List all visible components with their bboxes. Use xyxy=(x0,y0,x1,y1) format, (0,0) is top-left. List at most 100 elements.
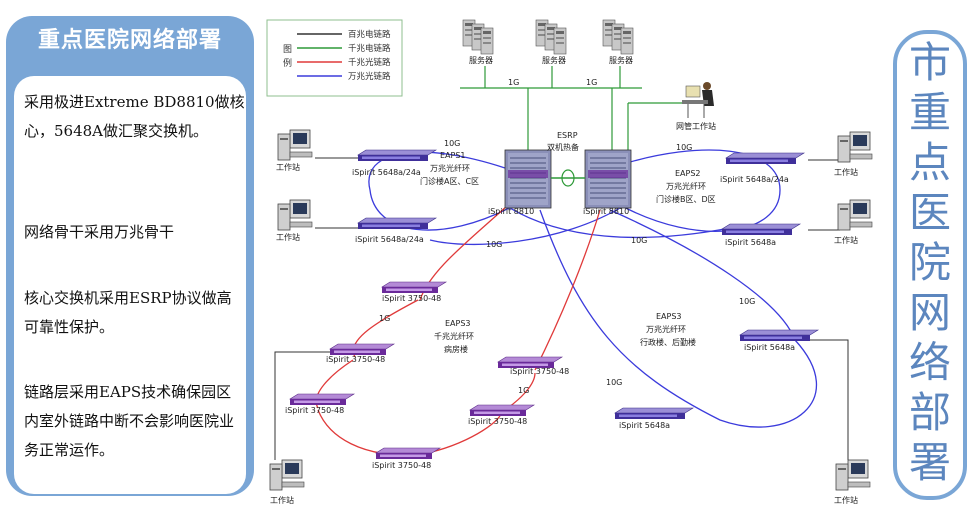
switch-w2: iSpirit 3750-48 xyxy=(326,343,395,364)
person-icon xyxy=(703,82,711,90)
workstation-2-icon xyxy=(277,199,313,231)
eaps2-desc1: 万兆光纤环 xyxy=(666,181,706,191)
server-2-icon xyxy=(536,20,566,54)
server-1: 服务器 xyxy=(463,20,493,65)
server-1-icon xyxy=(463,20,493,54)
eaps3-admin-name: EAPS3 xyxy=(656,312,682,321)
link-label-e2: 10G xyxy=(676,143,692,152)
server-3-icon xyxy=(603,20,633,54)
switch-c1-label: iSpirit 5648a xyxy=(744,343,795,352)
legend-title-2: 例 xyxy=(283,57,292,69)
workstation-1-label: 工作站 xyxy=(276,162,300,172)
link-label-e3: 10G xyxy=(486,240,502,249)
paragraph-backbone: 网络骨干采用万兆骨干 xyxy=(24,223,175,241)
eaps3-ward-desc2: 病房楼 xyxy=(444,344,468,354)
workstation-2: 工作站 xyxy=(276,199,313,242)
workstation-6-icon xyxy=(835,459,871,491)
switch-w6-label: iSpirit 3750-48 xyxy=(510,367,569,376)
management-workstation-label: 网管工作站 xyxy=(676,121,716,131)
legend-label-1g-copper: 千兆电链路 xyxy=(348,43,391,54)
esrp-link: ESRP 双机热备 xyxy=(547,131,585,187)
paragraph-core: 采用极进Extreme BD8810做核心，5648A做汇聚交换机。 xyxy=(24,93,245,140)
eaps3-ward-desc1: 千兆光纤环 xyxy=(434,331,474,341)
esrp-label: ESRP xyxy=(557,131,578,140)
workstation-3-label: 工作站 xyxy=(834,167,858,177)
switch-a2: iSpirit 5648a/24a xyxy=(355,217,437,244)
eaps1-desc1: 万兆光纤环 xyxy=(430,163,470,173)
workstation-6: 工作站 xyxy=(834,459,871,505)
link-speed-labels: 10G 10G 10G 10G 10G 10G 1G 1G xyxy=(379,139,755,395)
legend-title-1: 图 xyxy=(283,44,292,55)
hundred-meg-links xyxy=(274,157,849,460)
core-switch-right-label: iSpirit 8810 xyxy=(583,207,629,216)
server-link-label-2: 1G xyxy=(586,78,597,87)
workstation-3-icon xyxy=(837,131,873,163)
left-info-panel: 重点医院网络部署 采用极进Extreme BD8810做核心，5648A做汇聚交… xyxy=(6,16,254,496)
paragraph-esrp: 核心交换机采用ESRP协议做高可靠性保护。 xyxy=(24,289,232,336)
switch-w6: iSpirit 3750-48 xyxy=(497,356,569,376)
core-switch-right: iSpirit 8810 xyxy=(583,149,632,216)
switch-w3-label: iSpirit 3750-48 xyxy=(285,406,344,415)
right-title-panel: 市重点医院网络部署 xyxy=(893,30,967,500)
right-panel-title: 市重点医院网络部署 xyxy=(908,38,951,487)
legend-label-1g-fiber: 千兆光链路 xyxy=(348,57,391,68)
eaps-labels: EAPS1 万兆光纤环 门诊楼A区、C区 EAPS2 万兆光纤环 门诊楼B区、D… xyxy=(420,151,716,354)
switch-w5-label: iSpirit 3750-48 xyxy=(468,417,527,426)
workstation-5: 工作站 xyxy=(269,459,305,505)
link-label-e6: 10G xyxy=(606,378,622,387)
workstation-6-label: 工作站 xyxy=(834,495,858,505)
ten-gig-links xyxy=(368,149,817,428)
paragraph-eaps: 链路层采用EAPS技术确保园区内室外链路中断不会影响医院业务正常运作。 xyxy=(24,383,235,459)
workstation-1-icon xyxy=(277,129,313,161)
left-panel-title: 重点医院网络部署 xyxy=(37,27,222,53)
eaps2-name: EAPS2 xyxy=(675,169,701,178)
switch-b1-label: iSpirit 5648a/24a xyxy=(720,175,789,184)
eaps1-name: EAPS1 xyxy=(440,151,466,160)
core-switch-left: iSpirit 8810 xyxy=(488,149,552,216)
link-label-e1: 10G xyxy=(444,139,460,148)
switch-c2-label: iSpirit 5648a xyxy=(619,421,670,430)
core-chassis-left-icon xyxy=(504,149,552,209)
link-label-e4: 10G xyxy=(631,236,647,245)
switch-w5: iSpirit 3750-48 xyxy=(468,404,535,426)
switch-w1-label: iSpirit 3750-48 xyxy=(382,294,441,303)
server-links xyxy=(460,66,692,152)
management-workstation: 网管工作站 xyxy=(676,82,716,131)
server-link-label-1: 1G xyxy=(508,78,519,87)
switch-w1: iSpirit 3750-48 xyxy=(381,281,447,303)
switch-w4-label: iSpirit 3750-48 xyxy=(372,461,431,470)
legend-label-100m-copper: 百兆电链路 xyxy=(348,29,391,40)
left-panel-body: 采用极进Extreme BD8810做核心，5648A做汇聚交换机。 网络骨干采… xyxy=(14,76,246,494)
workstation-5-label: 工作站 xyxy=(270,495,294,505)
esrp-bundle-icon xyxy=(561,169,575,187)
switch-w2-label: iSpirit 3750-48 xyxy=(326,355,385,364)
core-chassis-right-icon xyxy=(584,149,632,209)
server-1-label: 服务器 xyxy=(469,55,493,65)
eaps3-ward-name: EAPS3 xyxy=(445,319,471,328)
server-3: 服务器 xyxy=(603,20,633,65)
switch-c1: iSpirit 5648a xyxy=(739,329,819,352)
server-2-label: 服务器 xyxy=(542,55,566,65)
switch-b1: iSpirit 5648a/24a xyxy=(720,152,805,184)
link-label-g1: 1G xyxy=(379,314,390,323)
server-3-label: 服务器 xyxy=(609,55,633,65)
workstation-4: 工作站 xyxy=(834,199,873,245)
workstation-2-label: 工作站 xyxy=(276,232,300,242)
switch-a1-label: iSpirit 5648a/24a xyxy=(352,168,421,177)
switch-b2: iSpirit 5648a xyxy=(721,223,801,247)
workstation-5-icon xyxy=(269,459,305,491)
link-label-g2: 1G xyxy=(518,386,529,395)
eaps2-desc2: 门诊楼B区、D区 xyxy=(656,194,716,204)
switch-a1: iSpirit 5648a/24a xyxy=(352,149,437,177)
eaps3-admin-desc2: 行政楼、后勤楼 xyxy=(640,337,696,347)
eaps1-desc2: 门诊楼A区、C区 xyxy=(420,176,479,186)
esrp-sub-label: 双机热备 xyxy=(547,142,579,152)
server-2: 服务器 xyxy=(536,20,566,65)
legend: 图 例 百兆电链路 千兆电链路 千兆光链路 万兆光链路 xyxy=(266,19,403,97)
switch-b2-label: iSpirit 5648a xyxy=(725,238,776,247)
monitor-icon xyxy=(685,85,701,98)
switch-w3: iSpirit 3750-48 xyxy=(285,393,355,415)
link-label-e5: 10G xyxy=(739,297,755,306)
network-diagram: 图 例 百兆电链路 千兆电链路 千兆光链路 万兆光链路 服务器 服务器 服务器 … xyxy=(266,19,873,505)
switch-w4: iSpirit 3750-48 xyxy=(372,447,441,470)
